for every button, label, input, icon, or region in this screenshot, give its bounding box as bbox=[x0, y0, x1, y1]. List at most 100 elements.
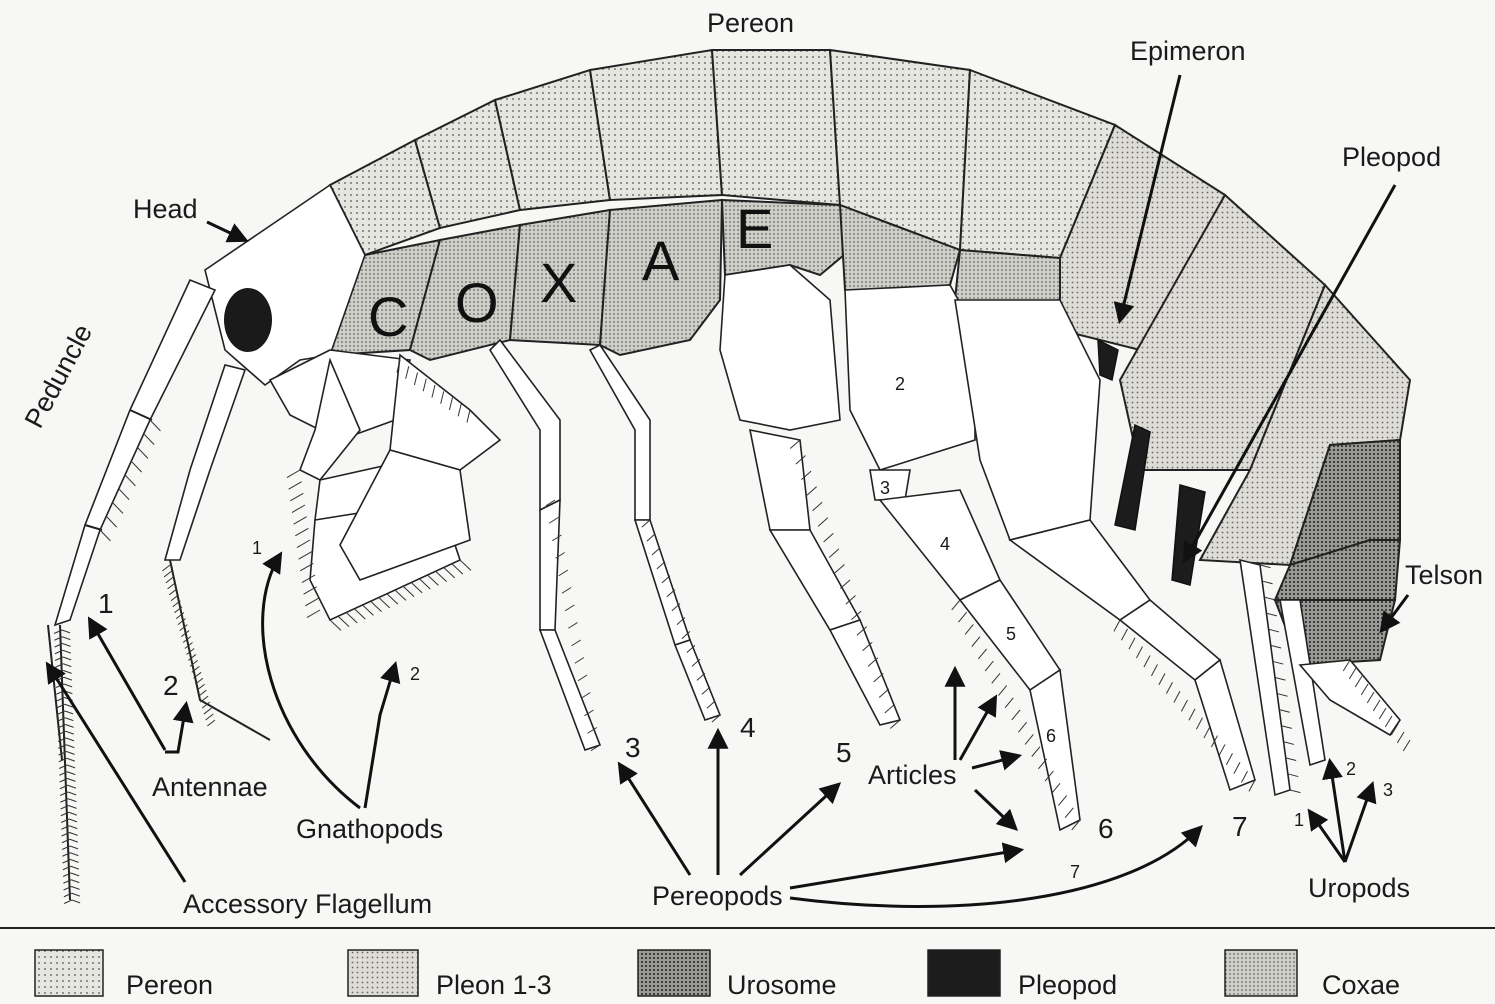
seta bbox=[1275, 678, 1285, 681]
seta bbox=[1281, 726, 1291, 729]
seta bbox=[65, 711, 73, 714]
seta bbox=[1279, 710, 1289, 713]
label-telson: Telson bbox=[1405, 560, 1483, 590]
seta bbox=[289, 482, 302, 490]
number-antenna-1: 1 bbox=[98, 588, 114, 619]
seta bbox=[125, 475, 135, 486]
number-pereopod-4: 4 bbox=[740, 712, 756, 743]
seta bbox=[67, 758, 75, 761]
number-article-5: 5 bbox=[1006, 624, 1016, 644]
seta bbox=[164, 571, 172, 577]
seta bbox=[1288, 774, 1298, 777]
arrow-article-d bbox=[975, 790, 1015, 828]
seta bbox=[166, 577, 174, 583]
seta bbox=[572, 640, 581, 646]
seta bbox=[818, 518, 828, 527]
seta bbox=[452, 564, 463, 574]
seta bbox=[1121, 629, 1127, 640]
seta bbox=[62, 630, 70, 633]
label-pleopod: Pleopod bbox=[1342, 142, 1441, 172]
arrow-gnathopod-2 bbox=[365, 665, 395, 808]
coxae-letter-o: O bbox=[455, 271, 499, 334]
legend-item-pereon: Pereon bbox=[35, 950, 213, 1000]
seta bbox=[1284, 742, 1294, 745]
legend-label: Pleopod bbox=[1018, 970, 1117, 1000]
arrow-head bbox=[207, 222, 245, 240]
legend-item-pleon: Pleon 1-3 bbox=[348, 950, 552, 1000]
seta bbox=[460, 560, 471, 570]
seta bbox=[1273, 661, 1283, 664]
seta bbox=[387, 594, 398, 604]
seta bbox=[162, 565, 170, 571]
label-articles: Articles bbox=[868, 760, 957, 790]
arrow-uropod-3 bbox=[1345, 785, 1372, 862]
seta bbox=[307, 610, 320, 618]
seta bbox=[824, 533, 834, 542]
seta bbox=[131, 461, 141, 472]
seta bbox=[67, 752, 75, 755]
number-article-4: 4 bbox=[940, 534, 950, 554]
seta bbox=[70, 846, 78, 849]
seta bbox=[62, 637, 70, 640]
seta bbox=[411, 583, 422, 593]
label-head: Head bbox=[133, 194, 198, 224]
label-antennae: Antennae bbox=[152, 772, 268, 802]
seta bbox=[958, 612, 966, 622]
seta bbox=[1018, 722, 1026, 732]
seta bbox=[1277, 694, 1287, 697]
seta bbox=[428, 575, 439, 585]
pereopods-3-4 bbox=[490, 340, 720, 750]
seta bbox=[330, 620, 341, 630]
number-pereopod-6: 6 bbox=[1098, 813, 1114, 844]
seta bbox=[168, 583, 176, 589]
number-article-2: 2 bbox=[895, 374, 905, 394]
legend-label: Pleon 1-3 bbox=[436, 970, 552, 1000]
seta bbox=[138, 448, 148, 459]
arrow-antenna-2 bbox=[165, 705, 186, 752]
coxae-letter-e: E bbox=[736, 197, 773, 260]
seta bbox=[1166, 682, 1172, 693]
coxae-letter-a: A bbox=[642, 229, 680, 292]
seta bbox=[1403, 740, 1410, 751]
label-peduncle: Peduncle bbox=[19, 319, 98, 432]
seta bbox=[436, 571, 447, 581]
seta bbox=[1005, 698, 1013, 708]
label-epimeron: Epimeron bbox=[1130, 36, 1246, 66]
seta bbox=[70, 839, 78, 842]
seta bbox=[71, 866, 79, 869]
seta bbox=[64, 684, 72, 687]
number-article-7: 7 bbox=[1070, 862, 1080, 882]
seta bbox=[70, 853, 78, 856]
legend-item-urosome: Urosome bbox=[638, 950, 837, 1000]
seta bbox=[419, 579, 430, 589]
seta bbox=[1262, 581, 1272, 584]
label-pereon: Pereon bbox=[707, 8, 794, 38]
legend-swatch-pereon bbox=[35, 950, 103, 996]
legend: Pereon Pleon 1-3 Urosome Pleopod Coxae bbox=[35, 950, 1400, 1000]
seta bbox=[69, 812, 77, 815]
label-accessory-flagellum: Accessory Flagellum bbox=[183, 889, 432, 919]
seta bbox=[66, 745, 74, 748]
seta bbox=[565, 605, 574, 611]
seta bbox=[1269, 629, 1279, 632]
seta bbox=[444, 568, 455, 578]
seta bbox=[199, 690, 207, 696]
seta bbox=[1159, 673, 1165, 684]
seta bbox=[71, 860, 79, 863]
number-uropod-3: 3 bbox=[1383, 780, 1393, 800]
seta bbox=[66, 738, 74, 741]
number-pereopod-7: 7 bbox=[1232, 811, 1248, 842]
arrow-pereopod-6 bbox=[790, 850, 1020, 888]
legend-swatch-pleopod bbox=[928, 950, 1000, 996]
legend-item-pleopod: Pleopod bbox=[928, 950, 1117, 1000]
seta bbox=[403, 586, 414, 596]
seta bbox=[395, 590, 406, 600]
seta bbox=[1189, 709, 1195, 720]
seta bbox=[1012, 710, 1020, 720]
seta bbox=[66, 731, 74, 734]
seta bbox=[65, 718, 73, 721]
seta bbox=[66, 725, 74, 728]
seta bbox=[295, 528, 308, 536]
seta bbox=[992, 673, 1000, 683]
seta bbox=[72, 893, 80, 896]
